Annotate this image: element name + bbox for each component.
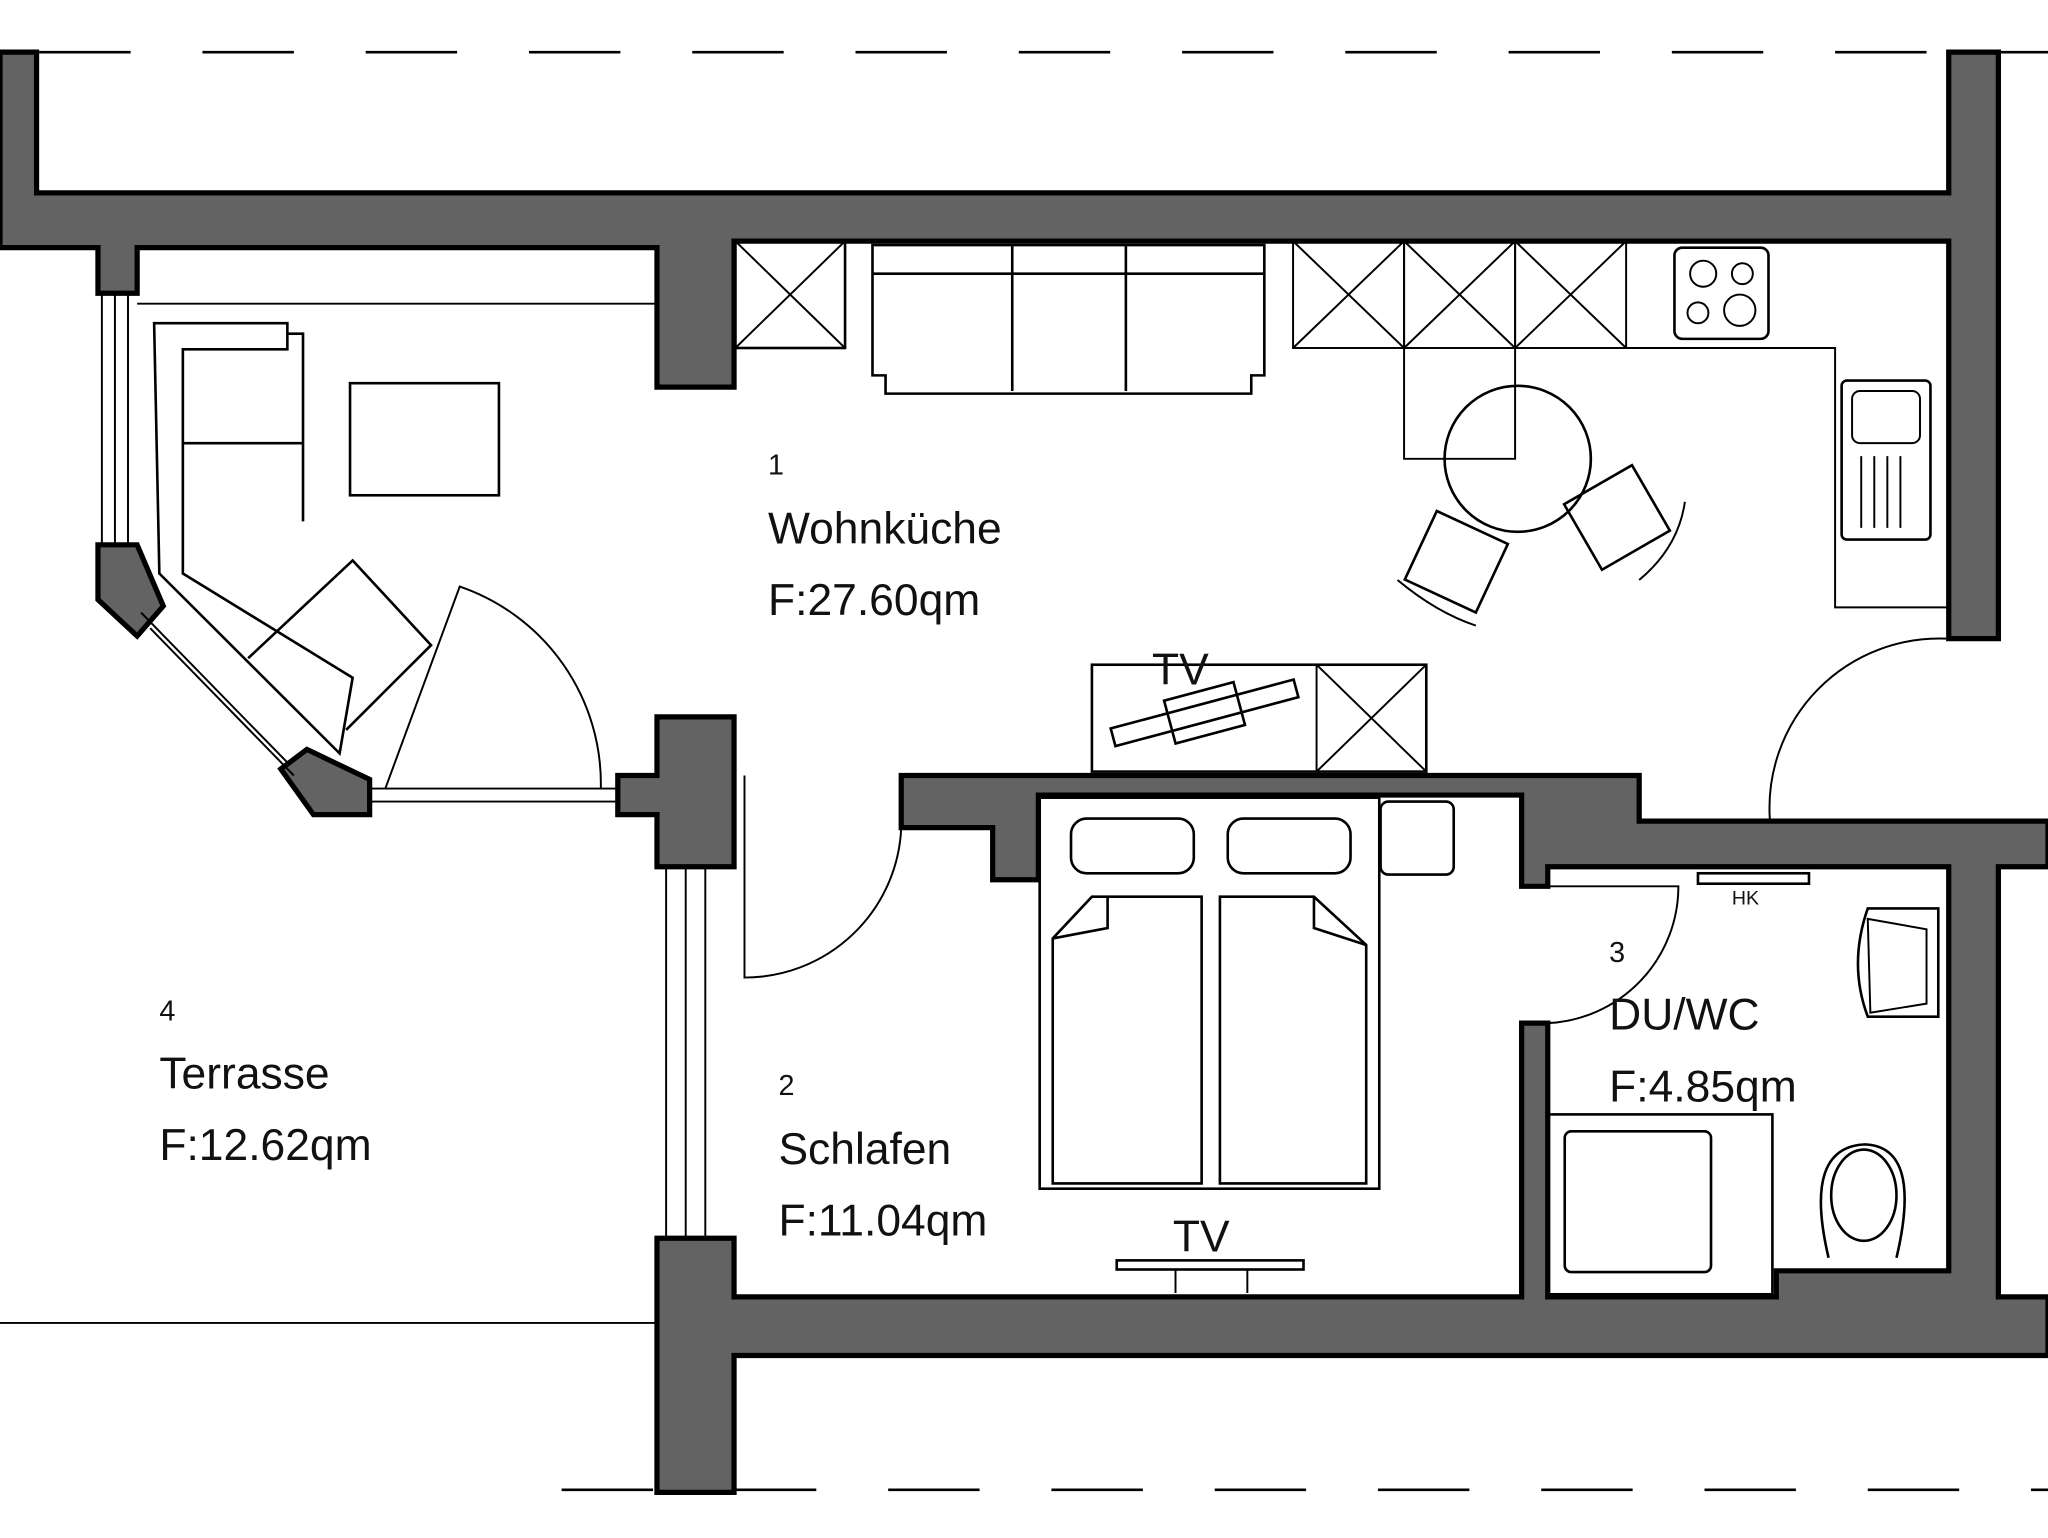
windows — [100, 293, 707, 1239]
living-furniture: TV — [152, 239, 1949, 773]
room-label-1: 1 Wohnküche F:27.60qm — [768, 449, 1002, 625]
svg-text:Schlafen: Schlafen — [778, 1125, 951, 1174]
svg-text:3: 3 — [1609, 937, 1625, 969]
room-label-4: 4 Terrasse F:12.62qm — [159, 996, 371, 1170]
tv-label-living: TV — [1152, 645, 1209, 694]
svg-text:Wohnküche: Wohnküche — [768, 505, 1002, 554]
bathroom-fixtures: HK — [1546, 871, 1940, 1296]
stove-icon — [1686, 259, 1757, 327]
svg-text:F:11.04qm: F:11.04qm — [778, 1197, 987, 1246]
svg-text:1: 1 — [768, 449, 784, 481]
svg-text:4: 4 — [159, 996, 175, 1028]
room-label-2: 2 Schlafen F:11.04qm — [778, 1070, 987, 1246]
svg-text:F:27.60qm: F:27.60qm — [768, 576, 980, 625]
bedroom-furniture: TV — [1038, 796, 1456, 1293]
walls — [0, 49, 2048, 1495]
svg-text:Terrasse: Terrasse — [159, 1049, 329, 1098]
svg-text:2: 2 — [778, 1070, 794, 1102]
room-label-3: 3 DU/WC F:4.85qm — [1609, 937, 1797, 1111]
doors — [384, 585, 1947, 1025]
svg-text:F:12.62qm: F:12.62qm — [159, 1121, 371, 1170]
tv-label-bedroom: TV — [1173, 1212, 1230, 1261]
svg-text:F:4.85qm: F:4.85qm — [1609, 1062, 1797, 1111]
radiator-label: HK — [1732, 888, 1759, 910]
svg-text:DU/WC: DU/WC — [1609, 991, 1759, 1040]
